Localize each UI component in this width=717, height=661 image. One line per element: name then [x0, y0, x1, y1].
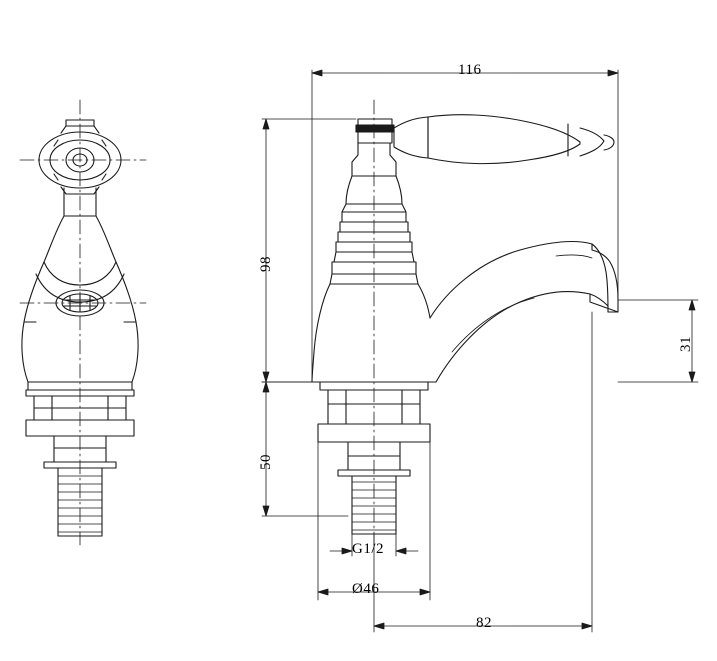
body-and-spout	[311, 241, 619, 383]
deck-flange-top-view	[25, 389, 135, 437]
dim-label-base-diameter: Ø46	[352, 581, 380, 597]
dimension-lines	[261, 69, 699, 633]
dim-label-tail-length: 50	[258, 454, 274, 470]
neck-top-view	[63, 187, 97, 217]
dim-label-width-overall: 116	[458, 62, 482, 78]
handle-top-rosette	[38, 119, 122, 195]
centerline-left	[19, 99, 147, 546]
body-ribs	[329, 203, 419, 285]
side-view-group	[311, 99, 619, 546]
spindle-stem	[345, 142, 403, 205]
lever-handle	[355, 114, 615, 165]
dim-label-thread-size: G1/2	[352, 541, 384, 557]
dim-label-spout-height: 31	[678, 336, 694, 352]
top-view-group	[19, 99, 147, 546]
tail-top-view	[43, 435, 117, 537]
dim-label-spout-reach: 82	[476, 615, 492, 631]
dim-label-height-above-deck: 98	[258, 256, 274, 272]
